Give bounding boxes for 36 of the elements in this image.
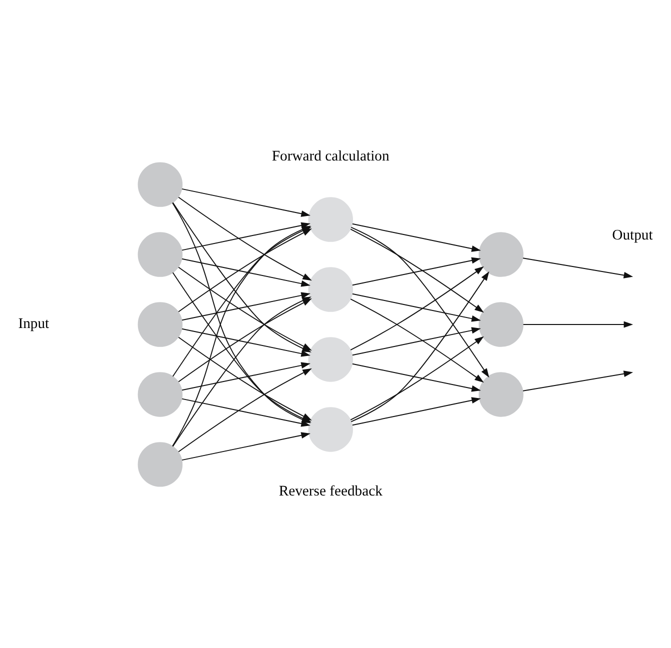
- arrow: [522, 370, 634, 391]
- node-circle: [308, 266, 353, 312]
- arrow: [352, 256, 481, 286]
- arrow: [182, 188, 310, 216]
- arrow: [350, 266, 484, 350]
- arrow: [350, 270, 490, 422]
- arrow: [522, 320, 634, 328]
- node-circle: [478, 372, 524, 416]
- node-circle: [138, 302, 183, 346]
- label: Reverse feedback: [278, 483, 382, 500]
- arrow: [352, 326, 481, 356]
- arrow: [182, 432, 310, 460]
- label: Output: [612, 226, 653, 243]
- node-circle: [138, 232, 183, 276]
- node-circle: [138, 372, 183, 416]
- node-circle: [308, 336, 353, 382]
- node-circle: [308, 406, 353, 452]
- node-circle: [478, 232, 524, 276]
- arrow: [182, 292, 310, 320]
- node-circle: [138, 162, 183, 206]
- arrow: [182, 362, 310, 390]
- arrow: [182, 258, 310, 286]
- arrow: [522, 257, 634, 278]
- node-circle: [478, 302, 524, 346]
- arrow: [350, 226, 490, 378]
- arrow: [350, 298, 484, 382]
- arrow: [350, 336, 484, 420]
- arrow: [352, 362, 481, 392]
- arrow: [352, 396, 481, 426]
- arrow: [352, 222, 481, 252]
- arrow: [352, 292, 481, 322]
- arrow: [350, 228, 484, 312]
- node-circle: [138, 442, 183, 486]
- node-circle: [308, 196, 353, 242]
- label: Forward calculation: [272, 148, 390, 164]
- label: Input: [18, 316, 50, 332]
